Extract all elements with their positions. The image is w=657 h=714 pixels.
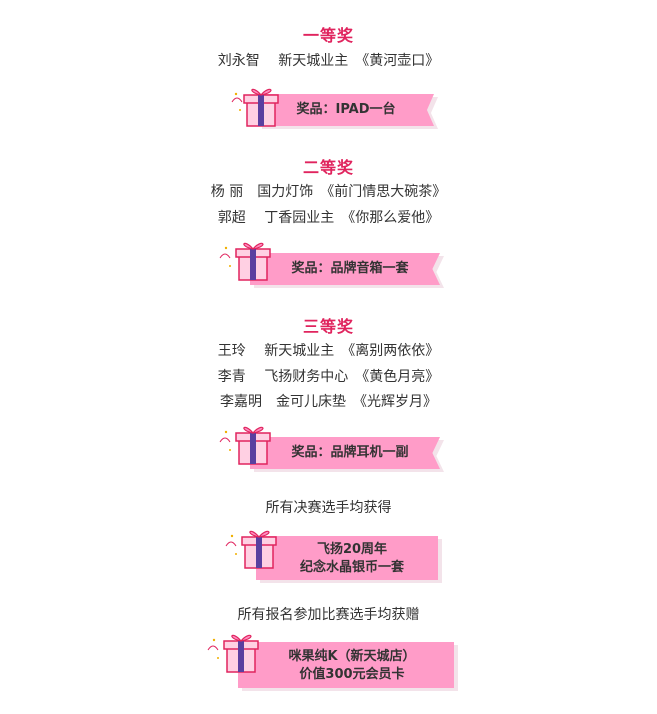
section-title-second: 二等奖 <box>302 158 354 177</box>
prize-label: 奖品：品牌耳机一副 <box>291 445 409 460</box>
finalists-gift-line-2: 纪念水晶银币一套 <box>299 560 404 575</box>
prize-label: 奖品：品牌音箱一套 <box>291 261 409 276</box>
registrants-gift-line-1: 咪果纯K（新天城店） <box>288 649 416 664</box>
gift-box-icon <box>207 634 259 673</box>
gift-box-icon <box>219 426 271 465</box>
winner-line: 王玲 新天城业主 《离别两依依》 <box>217 343 440 359</box>
gift-box-icon <box>231 88 279 127</box>
winner-line: 李嘉明 金可儿床垫 《光辉岁月》 <box>220 394 437 410</box>
winner-line: 李青 飞扬财务中心 《黄色月亮》 <box>217 369 440 385</box>
registrants-note: 所有报名参加比赛选手均获赠 <box>237 607 420 623</box>
finalists-gift-box <box>256 536 438 580</box>
section-title-first: 一等奖 <box>302 26 354 45</box>
registrants-gift-box <box>238 642 454 688</box>
finalists-note: 所有决赛选手均获得 <box>265 500 392 516</box>
prize-ribbon-second <box>250 253 440 285</box>
gift-box-icon <box>225 530 277 569</box>
registrants-gift-line-2: 价值300元会员卡 <box>299 667 405 682</box>
winner-line: 郭超 丁香园业主 《你那么爱他》 <box>217 210 440 226</box>
winner-line: 杨 丽 国力灯饰 《前门情思大碗茶》 <box>210 184 447 200</box>
prize-ribbon-first <box>258 94 434 126</box>
gift-box-icon <box>219 242 271 281</box>
prize-label: 奖品：IPAD一台 <box>296 102 396 117</box>
prize-ribbon-third <box>250 437 440 469</box>
finalists-gift-line-1: 飞扬20周年 <box>316 542 388 557</box>
winner-line: 刘永智 新天城业主 《黄河壶口》 <box>217 53 440 69</box>
section-title-third: 三等奖 <box>302 317 354 336</box>
